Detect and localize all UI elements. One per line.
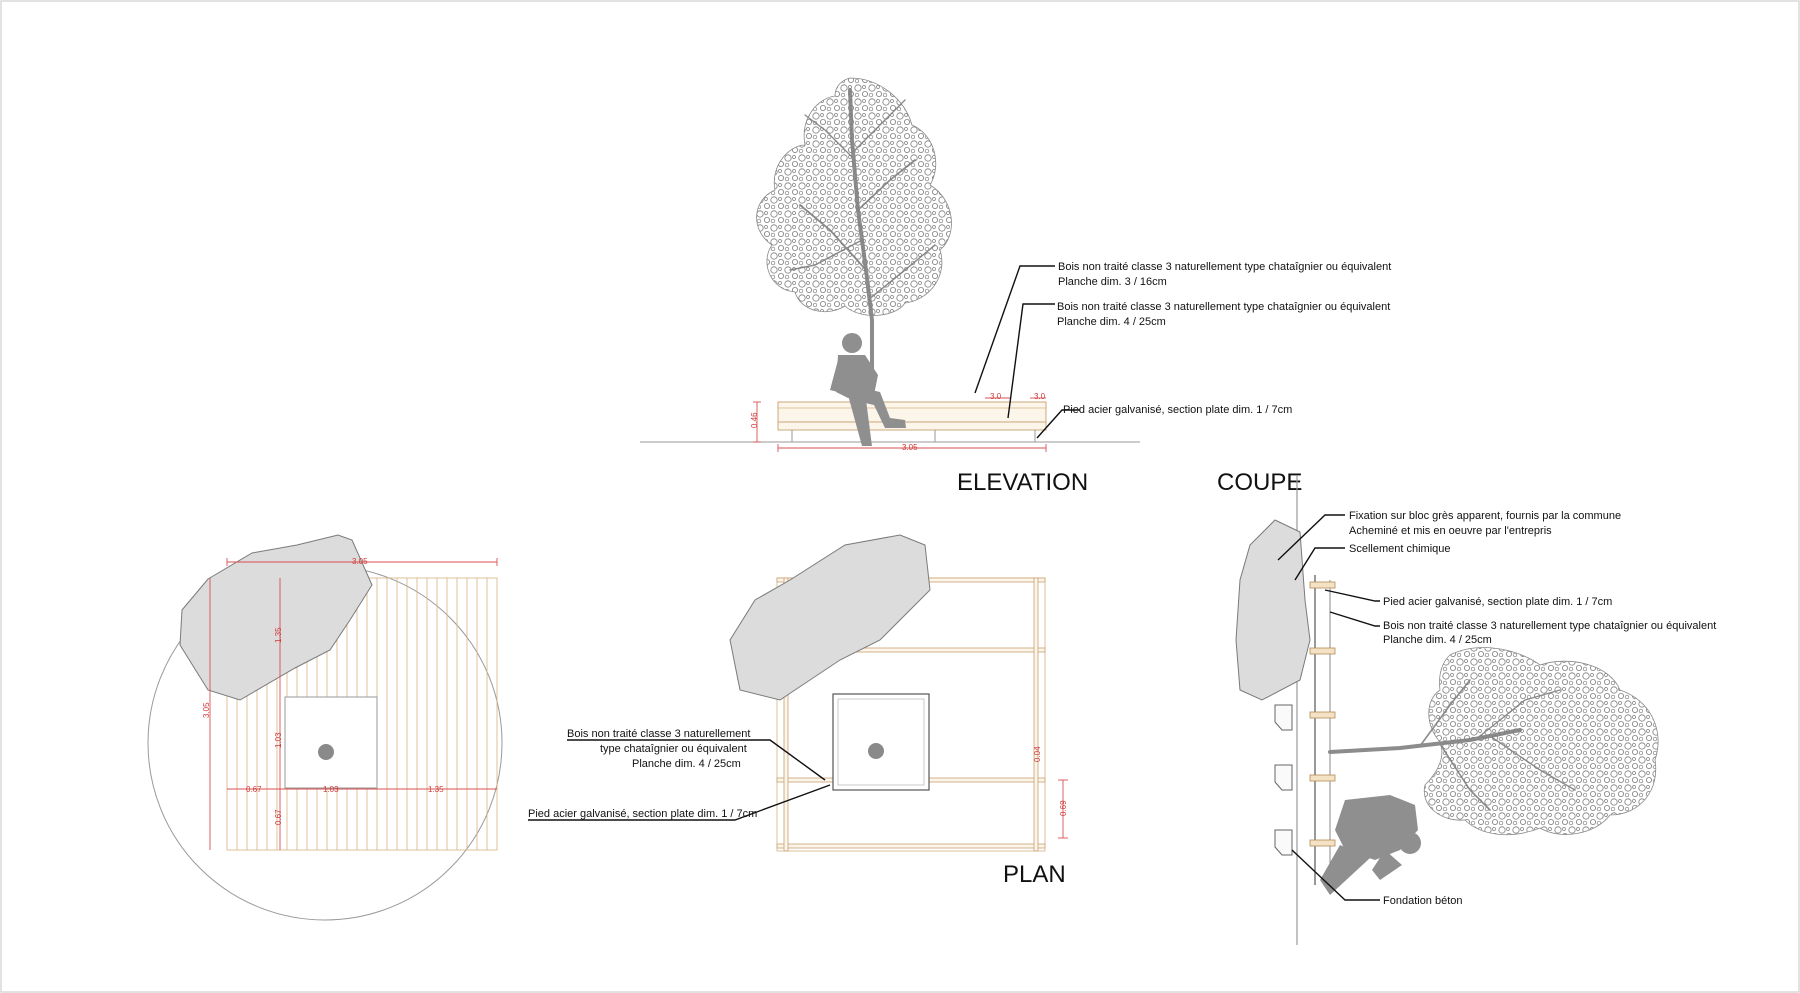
circle-plan-view: 3.05 3.05 1.35 1.03 0.67 0.67 1.03 1.35 bbox=[147, 534, 503, 921]
elevation-person bbox=[830, 333, 906, 446]
rock-left bbox=[179, 534, 373, 701]
leader-elev-mid bbox=[1007, 303, 1055, 419]
coupe-board bbox=[1309, 711, 1336, 719]
left-low-dim: 0.67 bbox=[274, 809, 283, 825]
rock-coupe bbox=[1235, 519, 1311, 701]
elevation-gap-dim-1: 3.0 bbox=[990, 392, 1002, 401]
note-plan-pied: Pied acier galvanisé, section plate dim.… bbox=[528, 808, 757, 820]
note-plan-bois-2: type chataîgnier ou équivalent bbox=[600, 743, 747, 755]
elevation-bench bbox=[640, 401, 1140, 443]
coupe-board bbox=[1309, 839, 1336, 847]
note-plan-bois-1: Bois non traité classe 3 naturellement bbox=[567, 728, 750, 740]
leader-plan-bois bbox=[567, 739, 826, 781]
coupe-board bbox=[1309, 647, 1336, 655]
note-coupe-pied: Pied acier galvanisé, section plate dim.… bbox=[1383, 596, 1612, 608]
note-elev-mid-2: Planche dim. 4 / 25cm bbox=[1057, 316, 1166, 328]
note-coupe-fix-1: Fixation sur bloc grès apparent, fournis… bbox=[1349, 510, 1621, 522]
note-elev-pied: Pied acier galvanisé, section plate dim.… bbox=[1063, 404, 1292, 416]
note-coupe-bois-2: Planche dim. 4 / 25cm bbox=[1383, 634, 1492, 646]
rock-plan bbox=[729, 534, 931, 701]
deck-opening bbox=[284, 696, 378, 789]
foundation-2 bbox=[1274, 764, 1293, 791]
note-coupe-scel: Scellement chimique bbox=[1349, 543, 1451, 555]
plan-view: 0.04 0.69 Bois non traité classe 3 natur… bbox=[528, 534, 1068, 888]
coupe-board bbox=[1309, 774, 1336, 782]
note-coupe-fix-2: Acheminé et mis en oeuvre par l'entrepri… bbox=[1349, 525, 1552, 537]
coupe-view: COUPE Fixation s bbox=[1217, 469, 1716, 945]
plan-dimensions: 0.04 0.69 bbox=[1033, 746, 1068, 839]
plan-inner-dim: 0.04 bbox=[1033, 746, 1042, 762]
elevation-gap-dim-2: 3.0 bbox=[1034, 392, 1046, 401]
foundation-1 bbox=[1274, 704, 1293, 731]
leader-coupe-fix bbox=[1277, 514, 1345, 561]
plan-trunk-section bbox=[868, 743, 884, 759]
elevation-tree bbox=[756, 77, 952, 402]
elevation-view: 3.05 0.46 3.0 3.0 Bois non traité classe… bbox=[640, 77, 1391, 496]
foundation-3 bbox=[1274, 829, 1293, 856]
coupe-tree bbox=[1328, 647, 1659, 836]
bench-seat bbox=[777, 401, 1047, 423]
coupe-person bbox=[1320, 795, 1421, 895]
note-plan-bois-3: Planche dim. 4 / 25cm bbox=[632, 758, 741, 770]
bench-body bbox=[777, 421, 1047, 431]
leader-coupe-scel bbox=[1294, 547, 1345, 581]
left-b-dim: 1.03 bbox=[323, 785, 339, 794]
plan-side-member bbox=[783, 577, 789, 852]
leader-elev-top bbox=[974, 265, 1055, 394]
trunk-section bbox=[318, 744, 334, 760]
note-elev-mid-1: Bois non traité classe 3 naturellement t… bbox=[1057, 301, 1390, 313]
elevation-dimensions: 3.05 0.46 3.0 3.0 bbox=[750, 392, 1047, 452]
note-coupe-bois-1: Bois non traité classe 3 naturellement t… bbox=[1383, 620, 1716, 632]
left-c-dim: 1.35 bbox=[428, 785, 444, 794]
coupe-boards bbox=[1309, 581, 1336, 847]
plan-beam bbox=[776, 843, 1046, 849]
circle-plan-dimensions: 3.05 3.05 1.35 1.03 0.67 0.67 1.03 1.35 bbox=[202, 557, 498, 850]
leader-coupe-fond bbox=[1291, 849, 1380, 901]
note-coupe-fond: Fondation béton bbox=[1383, 895, 1463, 907]
left-inner-dim: 1.03 bbox=[274, 732, 283, 748]
plan-title: PLAN bbox=[1003, 861, 1066, 888]
note-elev-top-1: Bois non traité classe 3 naturellement t… bbox=[1058, 261, 1391, 273]
plan-opening-inner bbox=[837, 698, 925, 786]
elevation-height-dim: 0.46 bbox=[750, 412, 759, 428]
coupe-title: COUPE bbox=[1217, 469, 1302, 496]
left-top-dim: 3.05 bbox=[352, 557, 368, 566]
left-side-dim: 3.05 bbox=[202, 702, 211, 718]
leader-elev-pied bbox=[1036, 409, 1080, 439]
plan-opening bbox=[832, 693, 930, 791]
coupe-board bbox=[1309, 581, 1336, 589]
leader-coupe-pied bbox=[1324, 589, 1380, 602]
elevation-title: ELEVATION bbox=[957, 469, 1088, 496]
plan-right-dim: 0.69 bbox=[1059, 800, 1068, 816]
plan-side-member bbox=[1033, 577, 1039, 852]
leader-coupe-bois bbox=[1329, 611, 1380, 627]
note-elev-top-2: Planche dim. 3 / 16cm bbox=[1058, 276, 1167, 288]
leader-plan-pied bbox=[528, 784, 831, 821]
elevation-width-dim: 3.05 bbox=[902, 443, 918, 452]
left-up-dim: 1.35 bbox=[274, 627, 283, 643]
left-a-dim: 0.67 bbox=[246, 785, 262, 794]
